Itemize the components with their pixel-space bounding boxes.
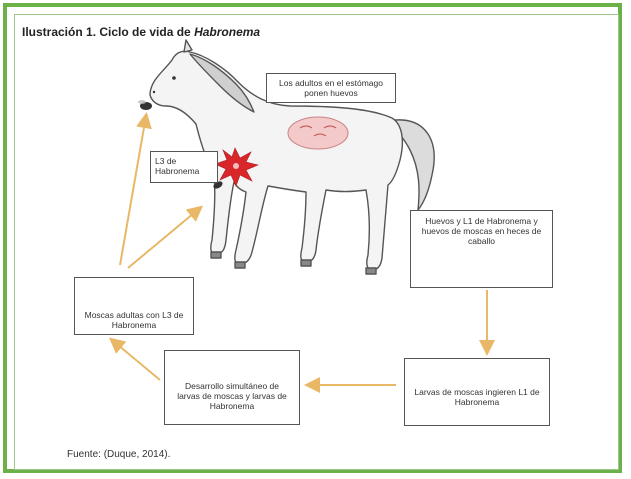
stage-adult-flies-label: Moscas adultas con L3 de Habronema [79,310,189,330]
stage-fly-larvae: Larvas de moscas ingieren L1 de Habronem… [404,358,550,426]
stage-adult-flies: Moscas adultas con L3 de Habronema [74,277,194,335]
arrow-flies-to-lesion [128,208,200,268]
arrow-development-to-flies [112,340,160,380]
arrow-flies-to-mouth [120,116,146,265]
figure-source: Fuente: (Duque, 2014). [67,449,170,460]
stage-fly-larvae-label: Larvas de moscas ingieren L1 de Habronem… [411,387,543,407]
stage-adults-stomach: Los adultos en el estómago ponen huevos [266,73,396,103]
stage-simultaneous-dev: Desarrollo simultáneo de larvas de mosca… [164,350,300,425]
stage-adults-stomach-label: Los adultos en el estómago ponen huevos [273,78,389,98]
stage-l3-horse: L3 de Habronema [150,151,218,183]
stage-eggs-feces: Huevos y L1 de Habronema y huevos de mos… [410,210,553,288]
stage-eggs-feces-label: Huevos y L1 de Habronema y huevos de mos… [419,216,544,246]
stage-l3-horse-label: L3 de Habronema [155,156,213,176]
stomach-drawing [288,117,348,149]
fly-mouth-icon [138,100,152,110]
stage-simultaneous-dev-label: Desarrollo simultáneo de larvas de mosca… [173,381,291,411]
